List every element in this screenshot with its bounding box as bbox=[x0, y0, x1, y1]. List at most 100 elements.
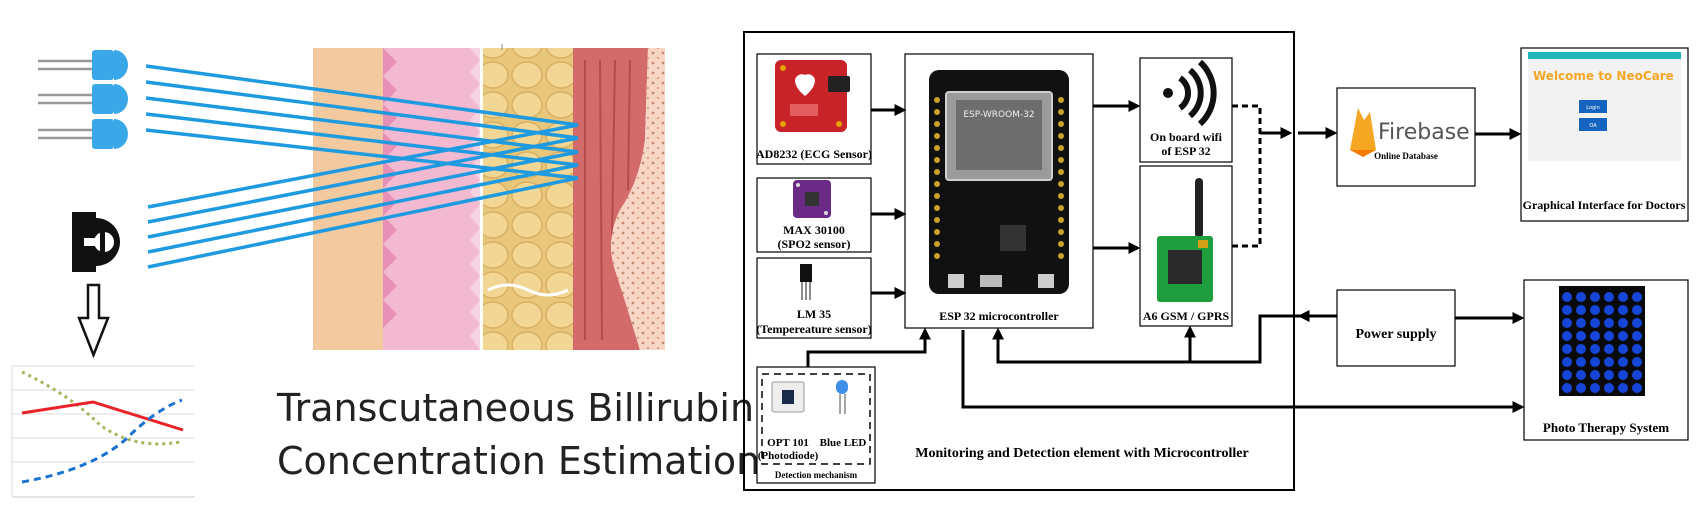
led-dot bbox=[1590, 305, 1600, 315]
wifi-block: On board wifi of ESP 32 bbox=[1140, 58, 1232, 162]
led-dot bbox=[1632, 305, 1642, 315]
detection-mechanism-label: Detection mechanism bbox=[775, 470, 858, 480]
led-dot bbox=[1632, 370, 1642, 380]
led-dot bbox=[1576, 318, 1586, 328]
tcb-illustration: Transcutaneous Billirubin Concentration … bbox=[12, 44, 760, 497]
firebase-block: Firebase Online Database bbox=[1337, 88, 1475, 186]
led-dot bbox=[1562, 331, 1572, 341]
led-dot bbox=[1604, 383, 1614, 393]
led-dot bbox=[1618, 318, 1628, 328]
wifi-label-line2: of ESP 32 bbox=[1161, 144, 1210, 158]
photo-therapy-label: Photo Therapy System bbox=[1543, 420, 1669, 435]
led-dot bbox=[1562, 383, 1572, 393]
opt101-label-line1: OPT 101 bbox=[767, 437, 809, 449]
down-arrow-icon bbox=[79, 285, 108, 355]
detection-mechanism-block: OPT 101 (Photodiode) Blue LED Detection … bbox=[757, 367, 875, 483]
led-dot bbox=[1590, 331, 1600, 341]
power-supply-label: Power supply bbox=[1355, 327, 1436, 342]
ecg-sensor-label: AD8232 (ECG Sensor) bbox=[756, 147, 872, 161]
led-dot bbox=[1604, 357, 1614, 367]
led-dot bbox=[1618, 383, 1628, 393]
led-dot bbox=[1576, 292, 1586, 302]
led-dot bbox=[1632, 383, 1642, 393]
led-dot bbox=[1590, 344, 1600, 354]
app-oa-button-label: OA bbox=[1589, 123, 1597, 129]
tcb-title-line2: Concentration Estimation bbox=[277, 439, 760, 483]
spo2-sensor-image bbox=[793, 180, 831, 218]
gsm-label: A6 GSM / GPRS bbox=[1143, 309, 1230, 323]
app-screenshot: Welcome to NeoCare Login OA bbox=[1528, 52, 1681, 161]
led-dot bbox=[1604, 344, 1614, 354]
led-dot bbox=[1590, 383, 1600, 393]
doctor-interface-label: Graphical Interface for Doctors bbox=[1523, 198, 1686, 212]
spo2-sensor-label-line2: (SPO2 sensor) bbox=[778, 237, 851, 251]
main-enclosure-caption: Monitoring and Detection element with Mi… bbox=[915, 446, 1248, 461]
opt101-label-line2: (Photodiode) bbox=[758, 450, 819, 462]
spo2-sensor-label-line1: MAX 30100 bbox=[783, 223, 845, 237]
opt101-image bbox=[772, 382, 804, 412]
firebase-sublabel: Online Database bbox=[1374, 151, 1438, 161]
trend-graph-icon bbox=[12, 366, 195, 497]
led-icon bbox=[38, 119, 128, 149]
photo-therapy-block: Photo Therapy System bbox=[1524, 280, 1688, 440]
block-diagram: AD8232 (ECG Sensor) MAX 30100 (SPO2 sens… bbox=[744, 32, 1688, 490]
firebase-label: Firebase bbox=[1378, 120, 1470, 145]
esp32-label: ESP 32 microcontroller bbox=[939, 309, 1059, 323]
led-dot bbox=[1632, 344, 1642, 354]
led-dot bbox=[1632, 292, 1642, 302]
esp32-board-image: ESP-WROOM-32 bbox=[929, 70, 1069, 294]
led-dot bbox=[1576, 331, 1586, 341]
app-login-button-label: Login bbox=[1586, 105, 1600, 111]
temperature-sensor-label-line2: (Tempereature sensor) bbox=[756, 322, 871, 336]
led-dot bbox=[1604, 292, 1614, 302]
led-dot bbox=[1590, 292, 1600, 302]
led-dot bbox=[1562, 357, 1572, 367]
wifi-label-line1: On board wifi bbox=[1150, 130, 1223, 144]
ecg-sensor-block: AD8232 (ECG Sensor) bbox=[756, 54, 872, 164]
led-array bbox=[38, 50, 128, 149]
led-dot bbox=[1618, 292, 1628, 302]
power-supply-block: Power supply bbox=[1337, 290, 1455, 366]
led-dot bbox=[1618, 370, 1628, 380]
doctor-interface-block: Welcome to NeoCare Login OA Graphical In… bbox=[1521, 48, 1688, 221]
blue-led-label: Blue LED bbox=[820, 437, 867, 449]
tcb-title-line1: Transcutaneous Billirubin bbox=[276, 386, 754, 430]
led-dot bbox=[1590, 357, 1600, 367]
led-dot bbox=[1590, 370, 1600, 380]
led-dot bbox=[1562, 305, 1572, 315]
led-dot bbox=[1618, 305, 1628, 315]
led-dot bbox=[1576, 383, 1586, 393]
led-dot bbox=[1576, 305, 1586, 315]
led-dot bbox=[1604, 318, 1614, 328]
led-dot bbox=[1590, 318, 1600, 328]
led-dot bbox=[1618, 331, 1628, 341]
led-dot bbox=[1562, 370, 1572, 380]
ecg-sensor-image bbox=[775, 60, 850, 132]
led-dot bbox=[1562, 318, 1572, 328]
led-dot bbox=[1562, 292, 1572, 302]
temperature-sensor-label-line1: LM 35 bbox=[797, 307, 831, 321]
led-dot bbox=[1576, 357, 1586, 367]
led-dot bbox=[1604, 370, 1614, 380]
gsm-block: A6 GSM / GPRS bbox=[1140, 166, 1232, 326]
led-dot bbox=[1576, 370, 1586, 380]
led-dot bbox=[1632, 331, 1642, 341]
led-icon bbox=[38, 84, 128, 114]
led-dot bbox=[1562, 344, 1572, 354]
led-dot bbox=[1632, 318, 1642, 328]
esp32-chip-label: ESP-WROOM-32 bbox=[963, 110, 1034, 120]
lm35-image bbox=[800, 264, 812, 300]
photodiode-icon bbox=[72, 212, 120, 272]
led-dot bbox=[1618, 357, 1628, 367]
led-dot bbox=[1632, 357, 1642, 367]
esp32-block: ESP-WROOM-32 ESP 32 microco bbox=[905, 54, 1093, 328]
led-matrix-image bbox=[1559, 286, 1645, 396]
led-icon bbox=[38, 50, 128, 80]
temperature-sensor-block: LM 35 (Tempereature sensor) bbox=[756, 258, 871, 338]
led-dot bbox=[1604, 305, 1614, 315]
led-dot bbox=[1576, 344, 1586, 354]
led-dot bbox=[1618, 344, 1628, 354]
led-dot bbox=[1604, 331, 1614, 341]
spo2-sensor-block: MAX 30100 (SPO2 sensor) bbox=[757, 178, 871, 252]
